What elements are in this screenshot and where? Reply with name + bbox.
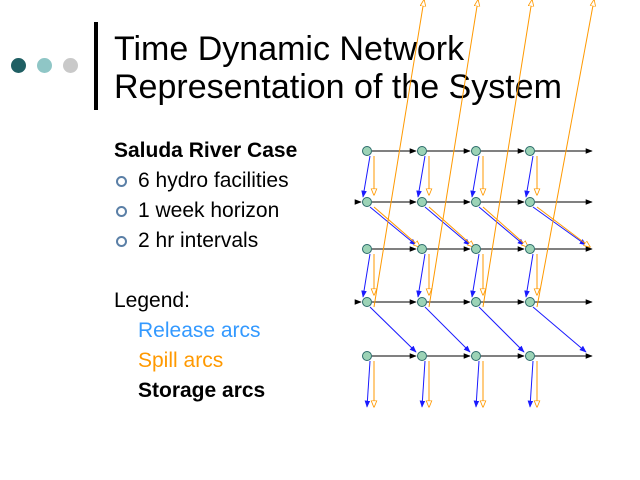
release-arc — [361, 155, 371, 198]
spill-arc — [428, 206, 474, 247]
storage-arcs — [354, 148, 593, 359]
network-node — [525, 351, 535, 361]
release-arc — [416, 155, 426, 198]
network-node — [362, 244, 372, 254]
network-node — [417, 244, 427, 254]
bullet-text: 6 hydro facilities — [138, 169, 289, 192]
release-arc — [361, 253, 371, 298]
network-node — [471, 146, 481, 156]
release-arc — [478, 306, 525, 353]
network-node — [471, 244, 481, 254]
spill-arc — [373, 0, 424, 308]
bullet-list: 6 hydro facilities 1 week horizon 2 hr i… — [114, 166, 344, 256]
release-arc — [478, 206, 525, 246]
network-node — [417, 351, 427, 361]
release-arc — [416, 253, 426, 298]
network-node — [362, 351, 372, 361]
legend-title: Legend: — [114, 289, 190, 312]
release-arc — [524, 155, 534, 198]
bullet-item: 2 hr intervals — [114, 226, 344, 256]
bullet-item: 1 week horizon — [114, 196, 344, 226]
release-arc — [470, 253, 480, 298]
gray-dot — [63, 58, 78, 73]
release-arc — [527, 360, 534, 408]
release-arc — [532, 306, 587, 353]
spill-arc — [428, 0, 478, 308]
title-divider — [94, 22, 98, 110]
spill-arc — [373, 206, 420, 247]
spill-arc — [536, 0, 594, 308]
network-node — [417, 146, 427, 156]
release-arc — [424, 206, 471, 246]
release-arc — [424, 306, 471, 353]
bullet-item: 6 hydro facilities — [114, 166, 344, 196]
legend-storage-arcs: Storage arcs — [138, 379, 266, 402]
dark-dot — [11, 58, 26, 73]
case-title: Saluda River Case — [114, 139, 298, 162]
network-nodes — [362, 146, 535, 361]
network-node — [417, 197, 427, 207]
release-arc — [364, 360, 371, 408]
decorative-dots — [9, 58, 79, 76]
bullet-text: 1 week horizon — [138, 199, 280, 222]
slide-body: Saluda River Case 6 hydro facilities 1 w… — [114, 136, 344, 406]
bullet-circle-icon — [116, 176, 127, 187]
network-node — [525, 146, 535, 156]
network-node — [471, 351, 481, 361]
network-node — [471, 297, 481, 307]
network-node — [471, 197, 481, 207]
spill-arc — [482, 206, 528, 247]
release-arc — [473, 360, 480, 408]
title-line-1: Time Dynamic Network — [114, 30, 465, 68]
release-arc — [524, 253, 534, 298]
release-arc — [369, 206, 417, 246]
legend-spill-arcs: Spill arcs — [138, 349, 224, 372]
teal-dot — [37, 58, 52, 73]
release-arcs — [361, 155, 587, 408]
spill-arc — [536, 206, 590, 247]
bullet-circle-icon — [116, 236, 127, 247]
spill-arc — [482, 0, 532, 308]
network-node — [417, 297, 427, 307]
network-node — [362, 146, 372, 156]
legend-release-arcs: Release arcs — [138, 319, 261, 342]
network-node — [362, 297, 372, 307]
network-node — [525, 244, 535, 254]
title-line-2: Representation of the System — [114, 68, 562, 106]
network-node — [362, 197, 372, 207]
network-node — [525, 297, 535, 307]
network-node — [525, 197, 535, 207]
bullet-text: 2 hr intervals — [138, 229, 259, 252]
spill-arcs — [374, 0, 594, 407]
bullet-circle-icon — [116, 206, 127, 217]
release-arc — [369, 306, 417, 353]
slide-title: Time Dynamic Network Representation of t… — [114, 30, 634, 106]
release-arc — [470, 155, 480, 198]
release-arc — [419, 360, 426, 408]
release-arc — [532, 206, 587, 246]
